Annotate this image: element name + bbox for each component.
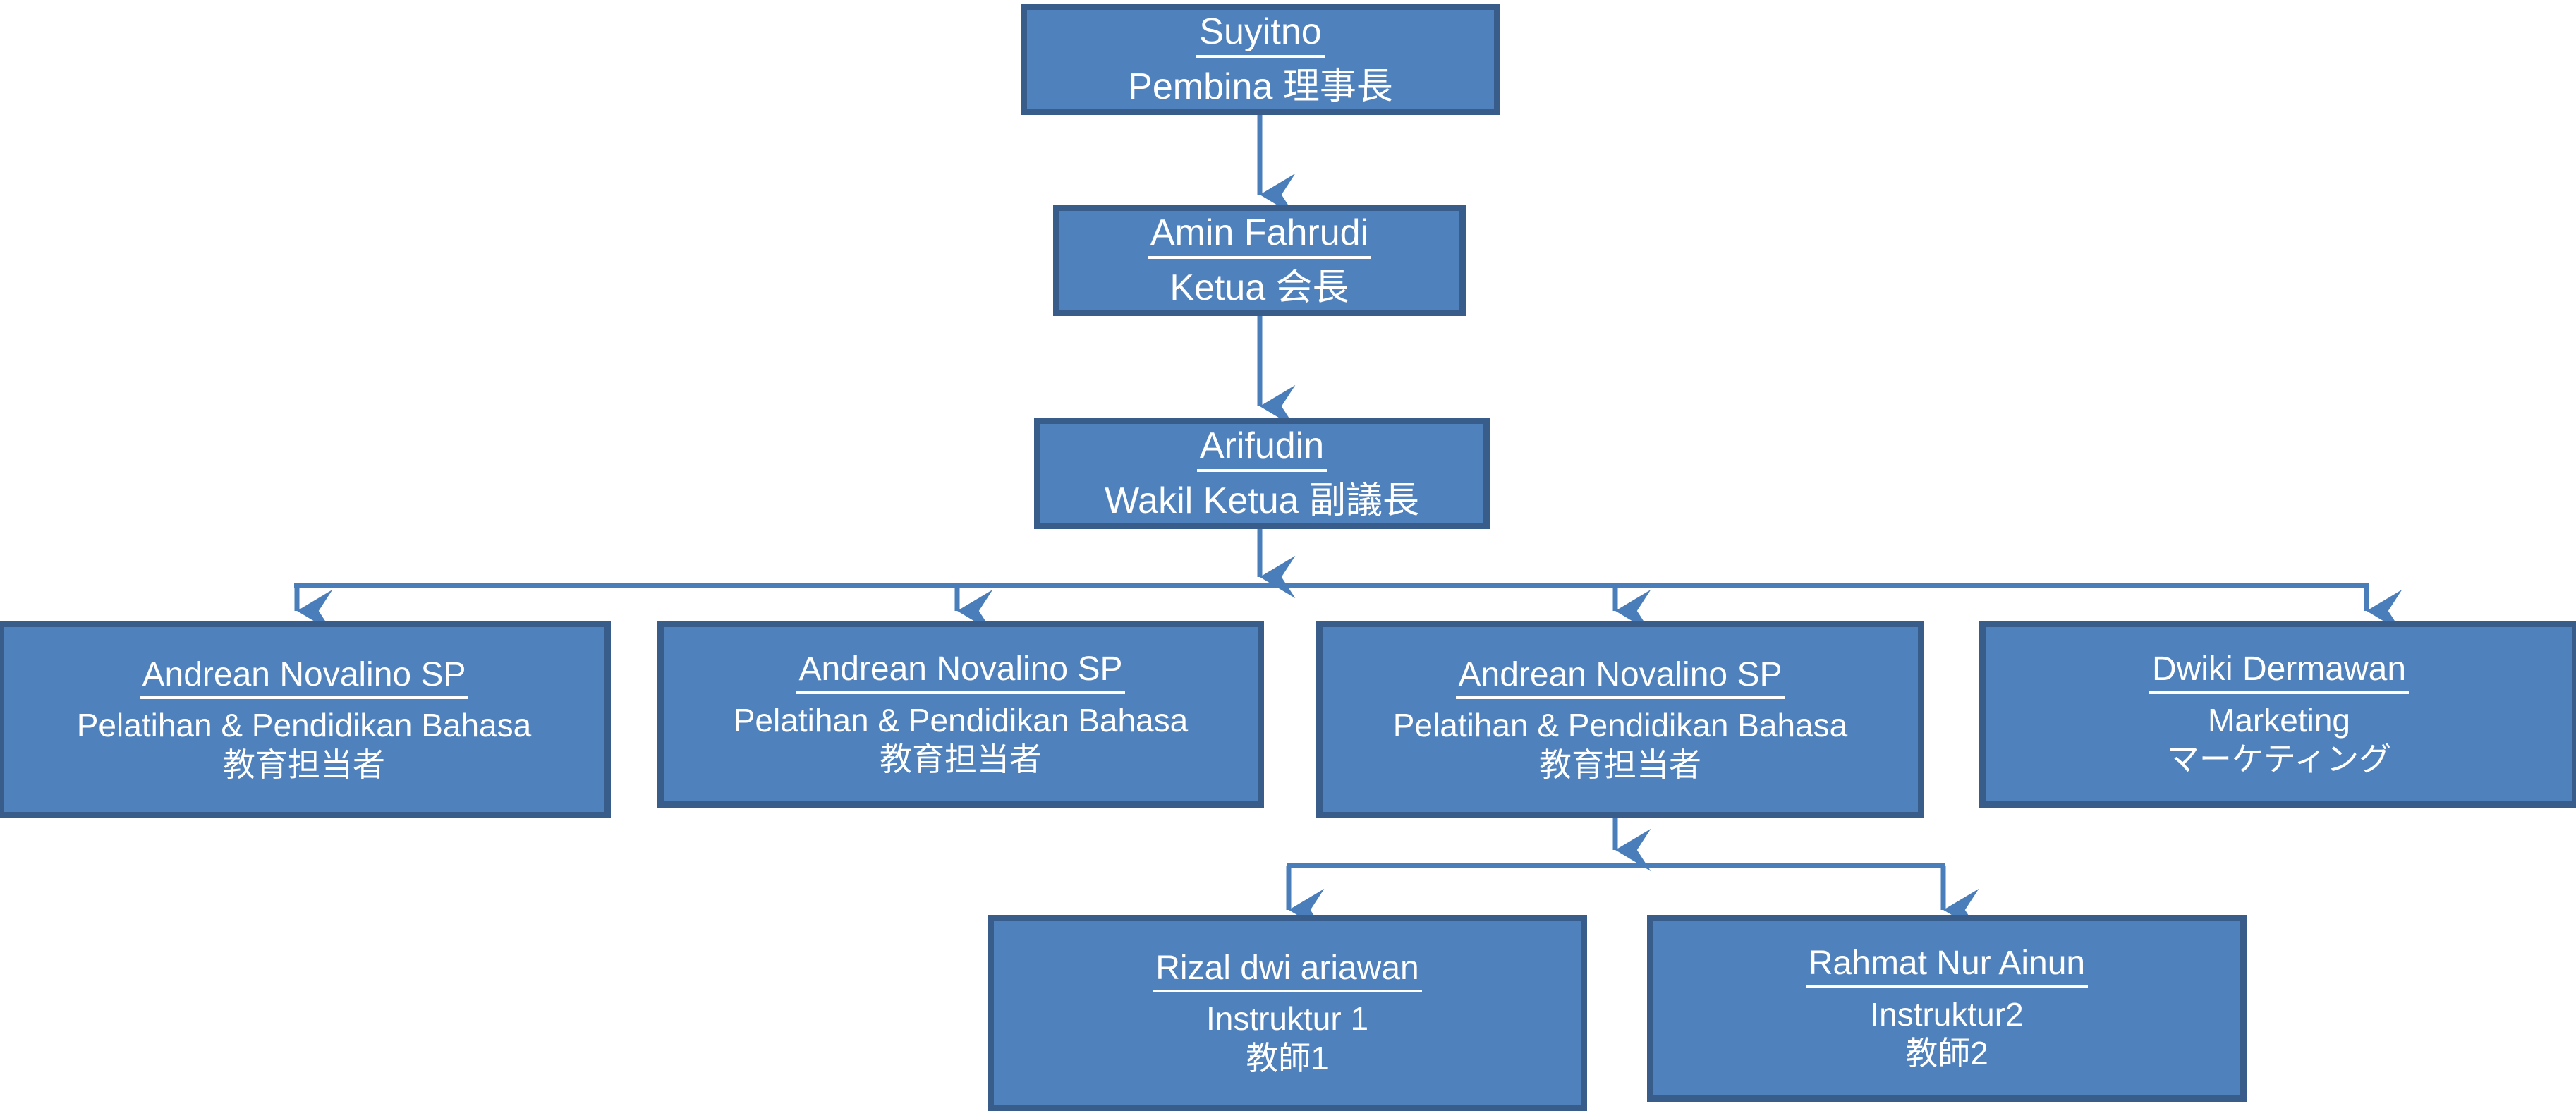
node-name: Andrean Novalino SP: [1455, 656, 1785, 700]
node-role-jp: 教師2: [1905, 1035, 1988, 1072]
node-name: Andrean Novalino SP: [139, 656, 469, 700]
node-dwiki-dermawan[interactable]: Dwiki Dermawan Marketing マーケティング: [1979, 621, 2576, 808]
node-role: Pelatihan & Pendidikan Bahasa: [76, 707, 532, 744]
node-name: Amin Fahrudi: [1147, 212, 1372, 259]
node-role-jp: マーケティング: [2166, 741, 2392, 778]
node-name: Suyitno: [1196, 11, 1325, 58]
node-name: Rizal dwi ariawan: [1153, 949, 1422, 993]
node-rahmat-nur-ainun[interactable]: Rahmat Nur Ainun Instruktur2 教師2: [1647, 915, 2247, 1102]
node-role-jp: 教育担当者: [880, 741, 1042, 778]
node-andrean-novalino-1[interactable]: Andrean Novalino SP Pelatihan & Pendidik…: [0, 621, 611, 818]
node-amin-fahrudi[interactable]: Amin Fahrudi Ketua 会長: [1053, 205, 1466, 316]
node-suyitno[interactable]: Suyitno Pembina 理事長: [1021, 4, 1500, 115]
node-arifudin[interactable]: Arifudin Wakil Ketua 副議長: [1034, 418, 1490, 529]
node-role-jp: 教育担当者: [1539, 746, 1701, 783]
node-role: Pelatihan & Pendidikan Bahasa: [733, 701, 1189, 739]
node-role: Pembina 理事長: [1128, 66, 1393, 107]
node-andrean-novalino-3[interactable]: Andrean Novalino SP Pelatihan & Pendidik…: [1316, 621, 1924, 818]
node-role-jp: 教師1: [1246, 1039, 1329, 1076]
node-rizal-dwi-ariawan[interactable]: Rizal dwi ariawan Instruktur 1 教師1: [988, 915, 1587, 1111]
node-role: Wakil Ketua 副議長: [1105, 480, 1419, 521]
node-role-jp: 教育担当者: [223, 746, 385, 783]
node-role: Instruktur 1: [1205, 1000, 1369, 1038]
node-role: Instruktur2: [1870, 995, 2024, 1033]
node-andrean-novalino-2[interactable]: Andrean Novalino SP Pelatihan & Pendidik…: [657, 621, 1264, 808]
node-role: Pelatihan & Pendidikan Bahasa: [1392, 707, 1848, 744]
node-role: Marketing: [2208, 701, 2350, 739]
node-role: Ketua 会長: [1169, 267, 1349, 308]
node-name: Dwiki Dermawan: [2149, 650, 2410, 694]
node-name: Andrean Novalino SP: [796, 650, 1126, 694]
node-name: Rahmat Nur Ainun: [1805, 945, 2089, 988]
node-name: Arifudin: [1196, 425, 1328, 472]
